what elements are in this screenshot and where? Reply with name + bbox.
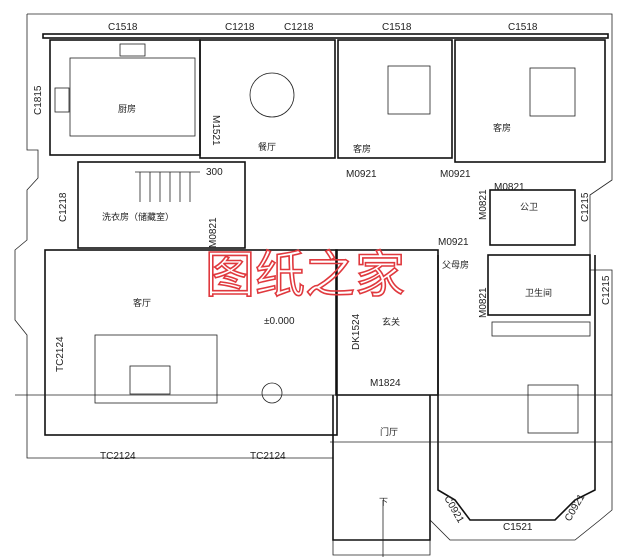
window-label: C1518	[382, 22, 412, 33]
room-living: 客厅	[133, 297, 151, 309]
window-label: C1521	[503, 522, 533, 533]
stair-down-label: 下	[379, 498, 388, 508]
elevation-label: ±0.000	[264, 316, 295, 327]
door-label: M0921	[346, 169, 377, 180]
room-public-bath: 公卫	[520, 202, 538, 213]
room-parents: 父母房	[442, 259, 469, 271]
door-label: M0921	[438, 237, 469, 248]
window-label: C1218	[58, 192, 69, 222]
room-entry-hall: 门厅	[380, 426, 398, 438]
window-label: C1815	[33, 85, 44, 115]
side-table	[261, 382, 283, 404]
dining-table	[249, 72, 295, 118]
sofa	[94, 334, 218, 404]
door-label: M0921	[440, 169, 471, 180]
bed	[387, 65, 431, 115]
door-label: M0821	[478, 287, 489, 318]
door-label: M0821	[478, 189, 489, 220]
bed	[527, 384, 579, 434]
door-label: M1824	[370, 378, 401, 389]
window-label: TC2124	[100, 451, 136, 462]
door-label: DK1524	[351, 313, 362, 350]
door-label: M0821	[494, 182, 525, 193]
window-label: C1218	[284, 22, 314, 33]
window-label: TC2124	[250, 451, 286, 462]
door-label: M1521	[210, 115, 221, 146]
door-label: M0821	[208, 217, 219, 248]
room-dining: 餐厅	[258, 141, 276, 153]
window-label: C1215	[601, 275, 612, 305]
walls	[42, 33, 609, 541]
dimension-label: 300	[206, 167, 223, 178]
watermark: 图纸之家	[205, 246, 405, 304]
room-kitchen: 厨房	[118, 103, 136, 115]
window-label: C1218	[225, 22, 255, 33]
room-guest-2: 客房	[493, 122, 511, 134]
furniture	[15, 43, 612, 557]
room-guest-1: 客房	[353, 143, 371, 155]
room-laundry: 洗衣房（储藏室）	[102, 211, 174, 223]
window-label: TC2124	[55, 336, 66, 372]
window-label: C1215	[580, 192, 591, 222]
bed	[529, 67, 576, 117]
window-label: C1518	[108, 22, 138, 33]
room-foyer: 玄关	[382, 316, 400, 328]
window-label: C1518	[508, 22, 538, 33]
room-bathroom: 卫生间	[525, 287, 552, 299]
